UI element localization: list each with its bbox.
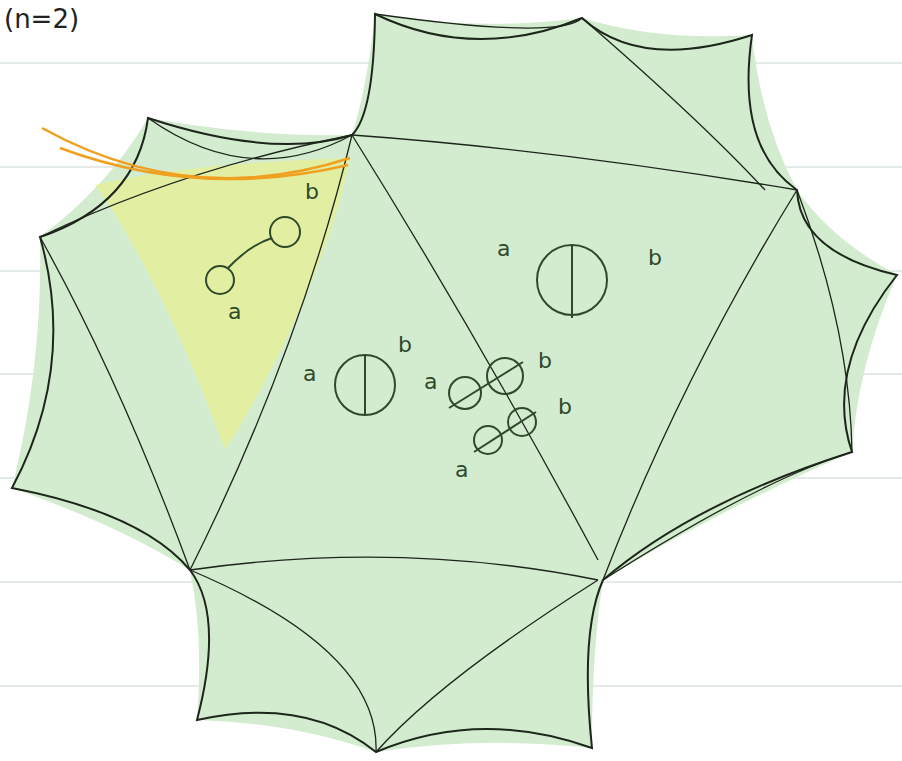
edge-label: b xyxy=(558,395,572,419)
edge-label: a xyxy=(497,237,510,261)
edge-label: b xyxy=(648,246,662,270)
edge-label: b xyxy=(538,349,552,373)
edge-label: a xyxy=(228,300,241,324)
edge-label: a xyxy=(455,458,468,482)
edge-label: b xyxy=(398,333,412,357)
yellow-triangle xyxy=(95,158,350,450)
edge-label: b xyxy=(305,180,319,204)
graph-sketches xyxy=(206,217,607,454)
tiling-outline xyxy=(12,14,897,752)
edge-label: a xyxy=(424,370,437,394)
green-fill xyxy=(12,14,897,752)
diagram-title: (n=2) xyxy=(4,4,79,34)
orange-arcs xyxy=(42,128,350,179)
tiling-chords xyxy=(40,14,852,752)
edge-label: a xyxy=(303,362,316,386)
